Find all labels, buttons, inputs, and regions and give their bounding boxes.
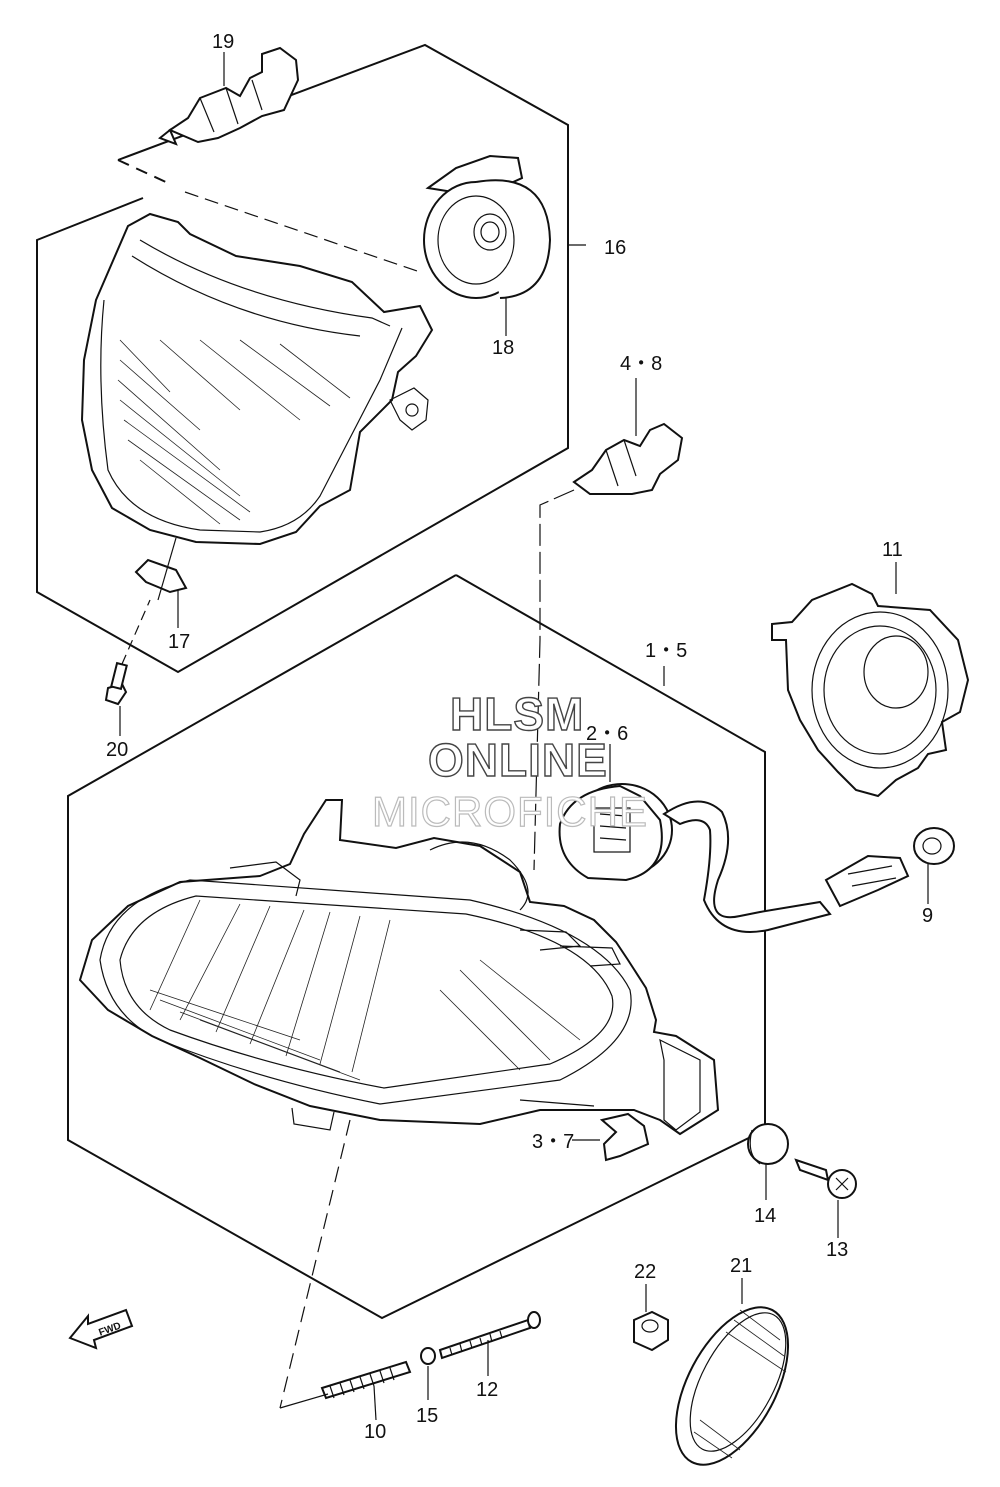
- callout-14: 14: [754, 1205, 776, 1227]
- adjusting-screw-part-12: [438, 1311, 541, 1376]
- callout-20: 20: [106, 739, 128, 761]
- callout-10: 10: [364, 1421, 386, 1443]
- upper-assembly-outline: [36, 43, 569, 674]
- callout-22: 22: [634, 1261, 656, 1283]
- callout-12: 12: [476, 1379, 498, 1401]
- callout-13: 13: [826, 1239, 848, 1261]
- lower-assembly-outline: [67, 574, 766, 1320]
- socket-part-2-6: [558, 744, 832, 933]
- spring-part-10: [320, 1360, 412, 1421]
- washer-part-15: [420, 1347, 436, 1400]
- callout-11: 11: [882, 539, 903, 561]
- holder-part-11: [771, 562, 970, 798]
- callout-4-8: 4・8: [620, 353, 662, 375]
- clip-part-3-7: [572, 1112, 650, 1162]
- grommet-part-14: [747, 1123, 789, 1200]
- callout-21: 21: [730, 1255, 752, 1277]
- callout-3-7: 3・7: [532, 1131, 574, 1153]
- watermark: HLSM ONLINE MICROFICHE: [371, 687, 648, 835]
- bulb-part-4-8: [533, 378, 684, 871]
- screw-part-13: [794, 1158, 857, 1238]
- callout-2-6: 2・6: [586, 723, 628, 745]
- clip-part-17: [134, 537, 188, 628]
- grommet-part-9: [913, 827, 955, 904]
- callout-15: 15: [416, 1405, 438, 1427]
- socket-cover-part-16: [423, 154, 586, 336]
- callout-16: 16: [604, 237, 626, 259]
- watermark-line-3: MICROFICHE: [372, 788, 648, 835]
- screw-part-20: [104, 599, 151, 736]
- upper-headlamp-housing: [80, 212, 434, 546]
- callout-18: 18: [492, 337, 514, 359]
- callout-1-5: 1・5: [645, 640, 687, 662]
- watermark-line-2: ONLINE: [428, 734, 608, 786]
- nut-part-22: [633, 1284, 669, 1352]
- callout-9: 9: [922, 905, 933, 927]
- callout-labels: 19 16 18 4・8 11 17 1・5 20 2・6 9 3・7 14 1…: [106, 31, 933, 1443]
- watermark-line-1: HLSM: [450, 688, 584, 740]
- assembly-leader-lines: [279, 1119, 351, 1409]
- wire-connector: [824, 854, 910, 908]
- main-headlamp-body: [78, 799, 720, 1136]
- callout-19: 19: [212, 31, 234, 53]
- callout-17: 17: [168, 631, 190, 653]
- reflector-part-21: [674, 1278, 790, 1466]
- forward-direction-arrow: FWD: [68, 1308, 134, 1350]
- bulb-part-19: [158, 46, 300, 146]
